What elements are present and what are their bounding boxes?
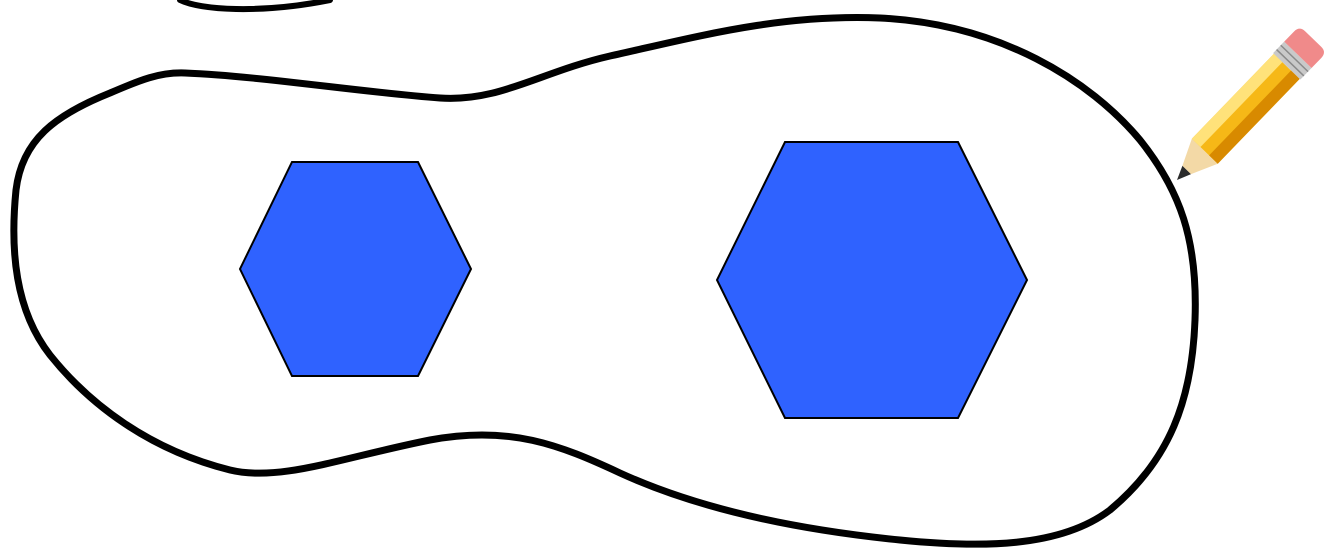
curve-fragment bbox=[180, 0, 330, 9]
small-hexagon bbox=[240, 162, 471, 376]
pencil-icon bbox=[1163, 26, 1326, 193]
large-hexagon bbox=[717, 142, 1027, 418]
pencil-body bbox=[1192, 54, 1300, 164]
